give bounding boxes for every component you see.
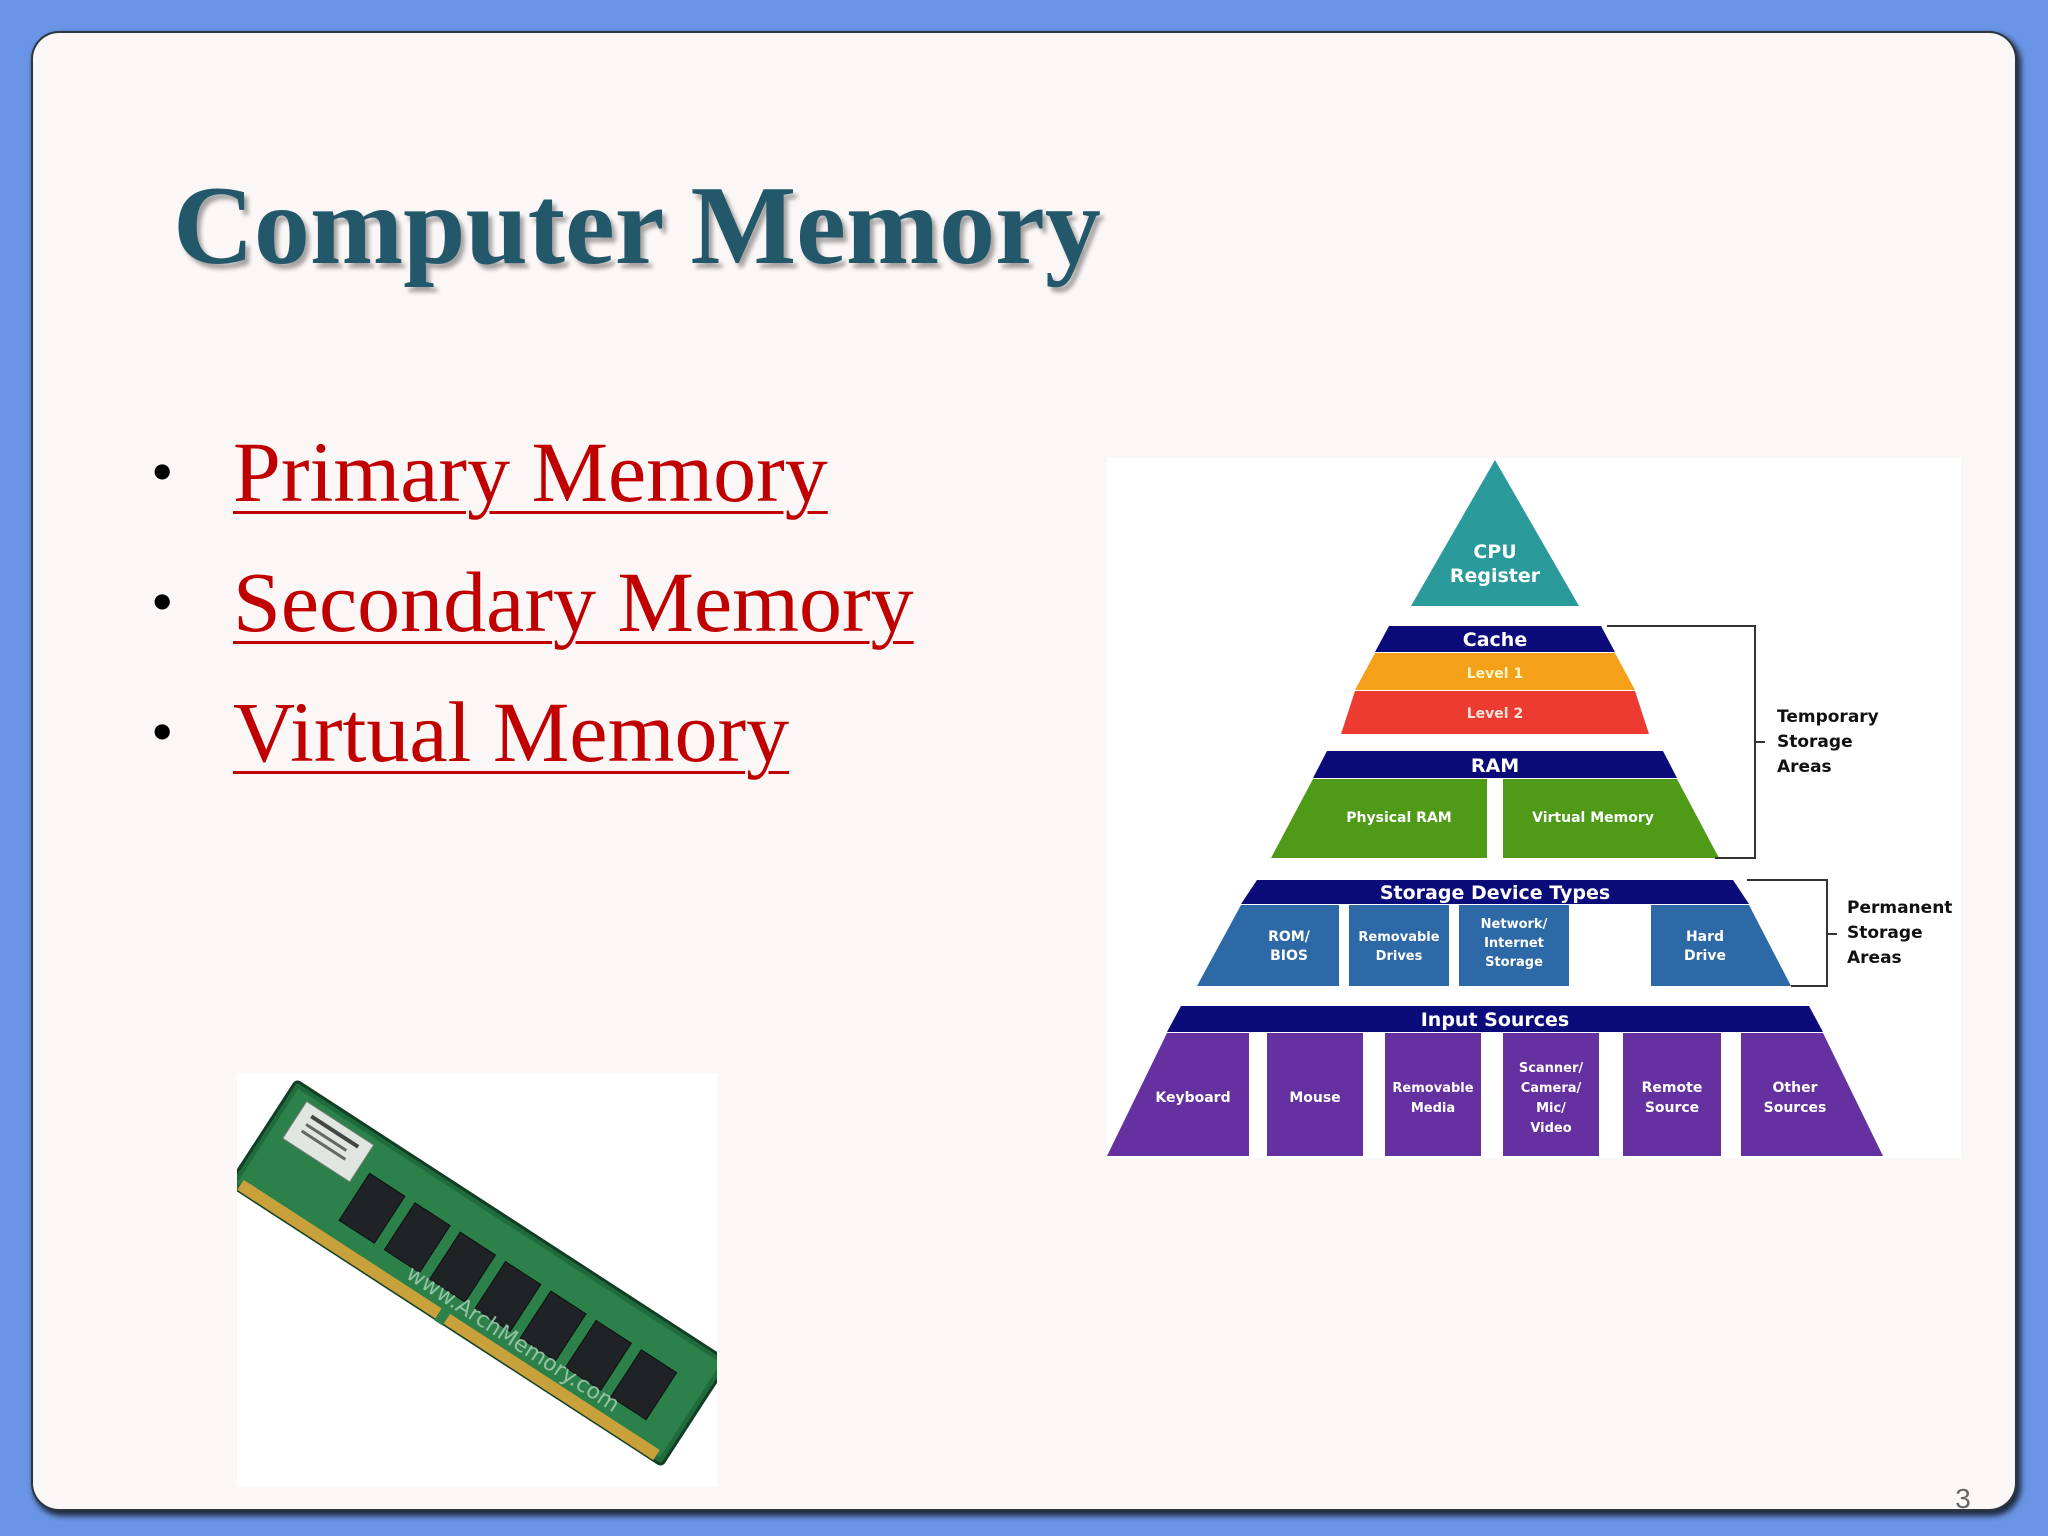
input-cell-remote-source	[1623, 1033, 1721, 1156]
cache-level2: Level 2	[1467, 706, 1523, 722]
temporary-label-line2: Storage	[1777, 732, 1853, 752]
input-header-band	[1167, 1006, 1823, 1032]
bullet-glyph: •	[151, 696, 174, 767]
temporary-label-line3: Areas	[1777, 757, 1832, 777]
scanner-line3: Mic/	[1536, 1101, 1566, 1116]
bullet-item-primary-memory: • Primary Memory	[151, 407, 914, 537]
bullet-item-virtual-memory: • Virtual Memory	[151, 667, 914, 797]
network-storage-line2: Internet	[1484, 936, 1544, 951]
physical-ram-label: Physical RAM	[1346, 810, 1451, 826]
removable-drives-line2: Drives	[1376, 949, 1423, 964]
link-primary-memory[interactable]: Primary Memory	[233, 424, 828, 520]
input-cell-removable-media	[1385, 1033, 1481, 1156]
storage-header-band	[1241, 880, 1749, 904]
scanner-line1: Scanner/	[1519, 1061, 1584, 1076]
keyboard-label: Keyboard	[1155, 1090, 1230, 1106]
rom-bios-line1: ROM/	[1268, 929, 1311, 945]
removable-drives-line1: Removable	[1358, 930, 1439, 945]
link-virtual-memory[interactable]: Virtual Memory	[233, 684, 790, 780]
storage-cell-network-storage	[1459, 905, 1569, 986]
rom-bios-line2: BIOS	[1270, 948, 1308, 964]
memory-pyramid: CPU Register Cache Level 1 Level 2 RAM P…	[1107, 460, 1952, 1156]
input-cell-keyboard	[1107, 1033, 1249, 1156]
slide-title: Computer Memory	[173, 164, 1101, 288]
page-number: 3	[1955, 1483, 1971, 1514]
link-secondary-memory[interactable]: Secondary Memory	[233, 554, 914, 650]
input-cell-other-sources	[1741, 1033, 1883, 1156]
removable-media-line2: Media	[1411, 1101, 1455, 1116]
input-cell-mouse	[1267, 1033, 1363, 1156]
apex-label-line1: CPU	[1473, 541, 1516, 563]
permanent-label-line2: Storage	[1847, 923, 1923, 943]
cache-header: Cache	[1463, 629, 1527, 651]
remote-source-line1: Remote	[1642, 1080, 1703, 1096]
storage-header: Storage Device Types	[1380, 882, 1610, 904]
permanent-label-line1: Permanent	[1847, 898, 1952, 918]
removable-media-line1: Removable	[1392, 1081, 1473, 1096]
network-storage-line1: Network/	[1481, 917, 1548, 932]
hard-drive-line1: Hard	[1686, 929, 1724, 945]
bullet-list: • Primary Memory • Secondary Memory • Virtu…	[151, 407, 914, 797]
cpu-register-tier	[1411, 460, 1579, 606]
scanner-line2: Camera/	[1521, 1081, 1582, 1096]
storage-cell-hard-drive	[1651, 905, 1791, 986]
apex-label-line2: Register	[1450, 565, 1541, 587]
cache-level2-band	[1341, 691, 1649, 734]
network-storage-line3: Storage	[1485, 955, 1543, 970]
cache-header-band	[1375, 626, 1615, 652]
hard-drive-line2: Drive	[1684, 948, 1726, 964]
bullet-glyph: •	[151, 436, 174, 507]
slide: Computer Memory • Primary Memory • Seconda…	[33, 33, 2015, 1514]
ram-module-image: www.ArchMemory.com	[228, 1073, 730, 1487]
other-sources-line2: Sources	[1764, 1100, 1827, 1116]
virtual-memory-label: Virtual Memory	[1532, 810, 1654, 826]
ram-header-band	[1313, 751, 1677, 778]
memory-hierarchy-diagram: CPU Register Cache Level 1 Level 2 RAM P…	[1107, 458, 1961, 1158]
physical-ram-cell	[1271, 779, 1487, 858]
input-cell-scanner	[1503, 1033, 1599, 1156]
mouse-label: Mouse	[1289, 1090, 1340, 1106]
input-header: Input Sources	[1421, 1009, 1570, 1031]
temporary-label-line1: Temporary	[1777, 707, 1879, 727]
bullet-glyph: •	[151, 566, 174, 637]
bullet-item-secondary-memory: • Secondary Memory	[151, 537, 914, 667]
scanner-line4: Video	[1530, 1121, 1571, 1136]
permanent-label-line3: Areas	[1847, 948, 1902, 968]
ram-module-drawing: www.ArchMemory.com	[228, 1080, 730, 1466]
storage-cell-rom-bios	[1197, 905, 1339, 986]
other-sources-line1: Other	[1773, 1080, 1818, 1096]
ram-header: RAM	[1471, 755, 1519, 777]
virtual-memory-cell	[1503, 779, 1719, 858]
storage-cell-removable-drives	[1349, 905, 1449, 986]
cache-level1-band	[1355, 653, 1635, 690]
remote-source-line2: Source	[1645, 1100, 1699, 1116]
cache-level1: Level 1	[1467, 666, 1523, 682]
